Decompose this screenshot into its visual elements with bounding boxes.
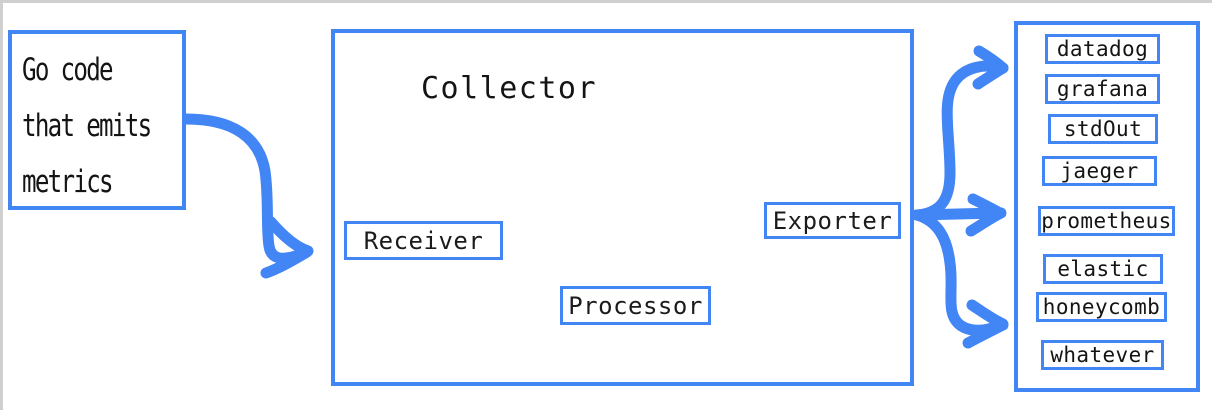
destination-jaeger[interactable]: jaeger xyxy=(1042,156,1157,186)
source-line-1: Go code xyxy=(22,52,114,88)
destination-whatever[interactable]: whatever xyxy=(1041,340,1164,370)
destination-prometheus[interactable]: prometheus xyxy=(1038,206,1175,236)
exporter-box[interactable]: Exporter xyxy=(764,202,901,239)
receiver-box[interactable]: Receiver xyxy=(344,221,503,260)
destination-stdout[interactable]: stdOut xyxy=(1048,114,1158,144)
arrow-fanout-up xyxy=(911,45,1009,221)
arrow-fanout-down xyxy=(911,209,1009,349)
arrow-source-to-receiver xyxy=(180,113,314,279)
source-line-3: metrics xyxy=(22,164,114,200)
source-line-2: that emits xyxy=(22,108,152,144)
source-code-box: Go code that emits metrics xyxy=(8,30,186,210)
destination-grafana[interactable]: grafana xyxy=(1045,74,1160,104)
processor-box[interactable]: Processor xyxy=(560,286,711,325)
destination-honeycomb[interactable]: honeycomb xyxy=(1036,292,1167,322)
collector-title: Collector xyxy=(421,71,598,106)
destination-datadog[interactable]: datadog xyxy=(1045,34,1160,64)
arrow-fanout-mid xyxy=(911,193,1007,237)
destination-elastic[interactable]: elastic xyxy=(1043,254,1163,284)
